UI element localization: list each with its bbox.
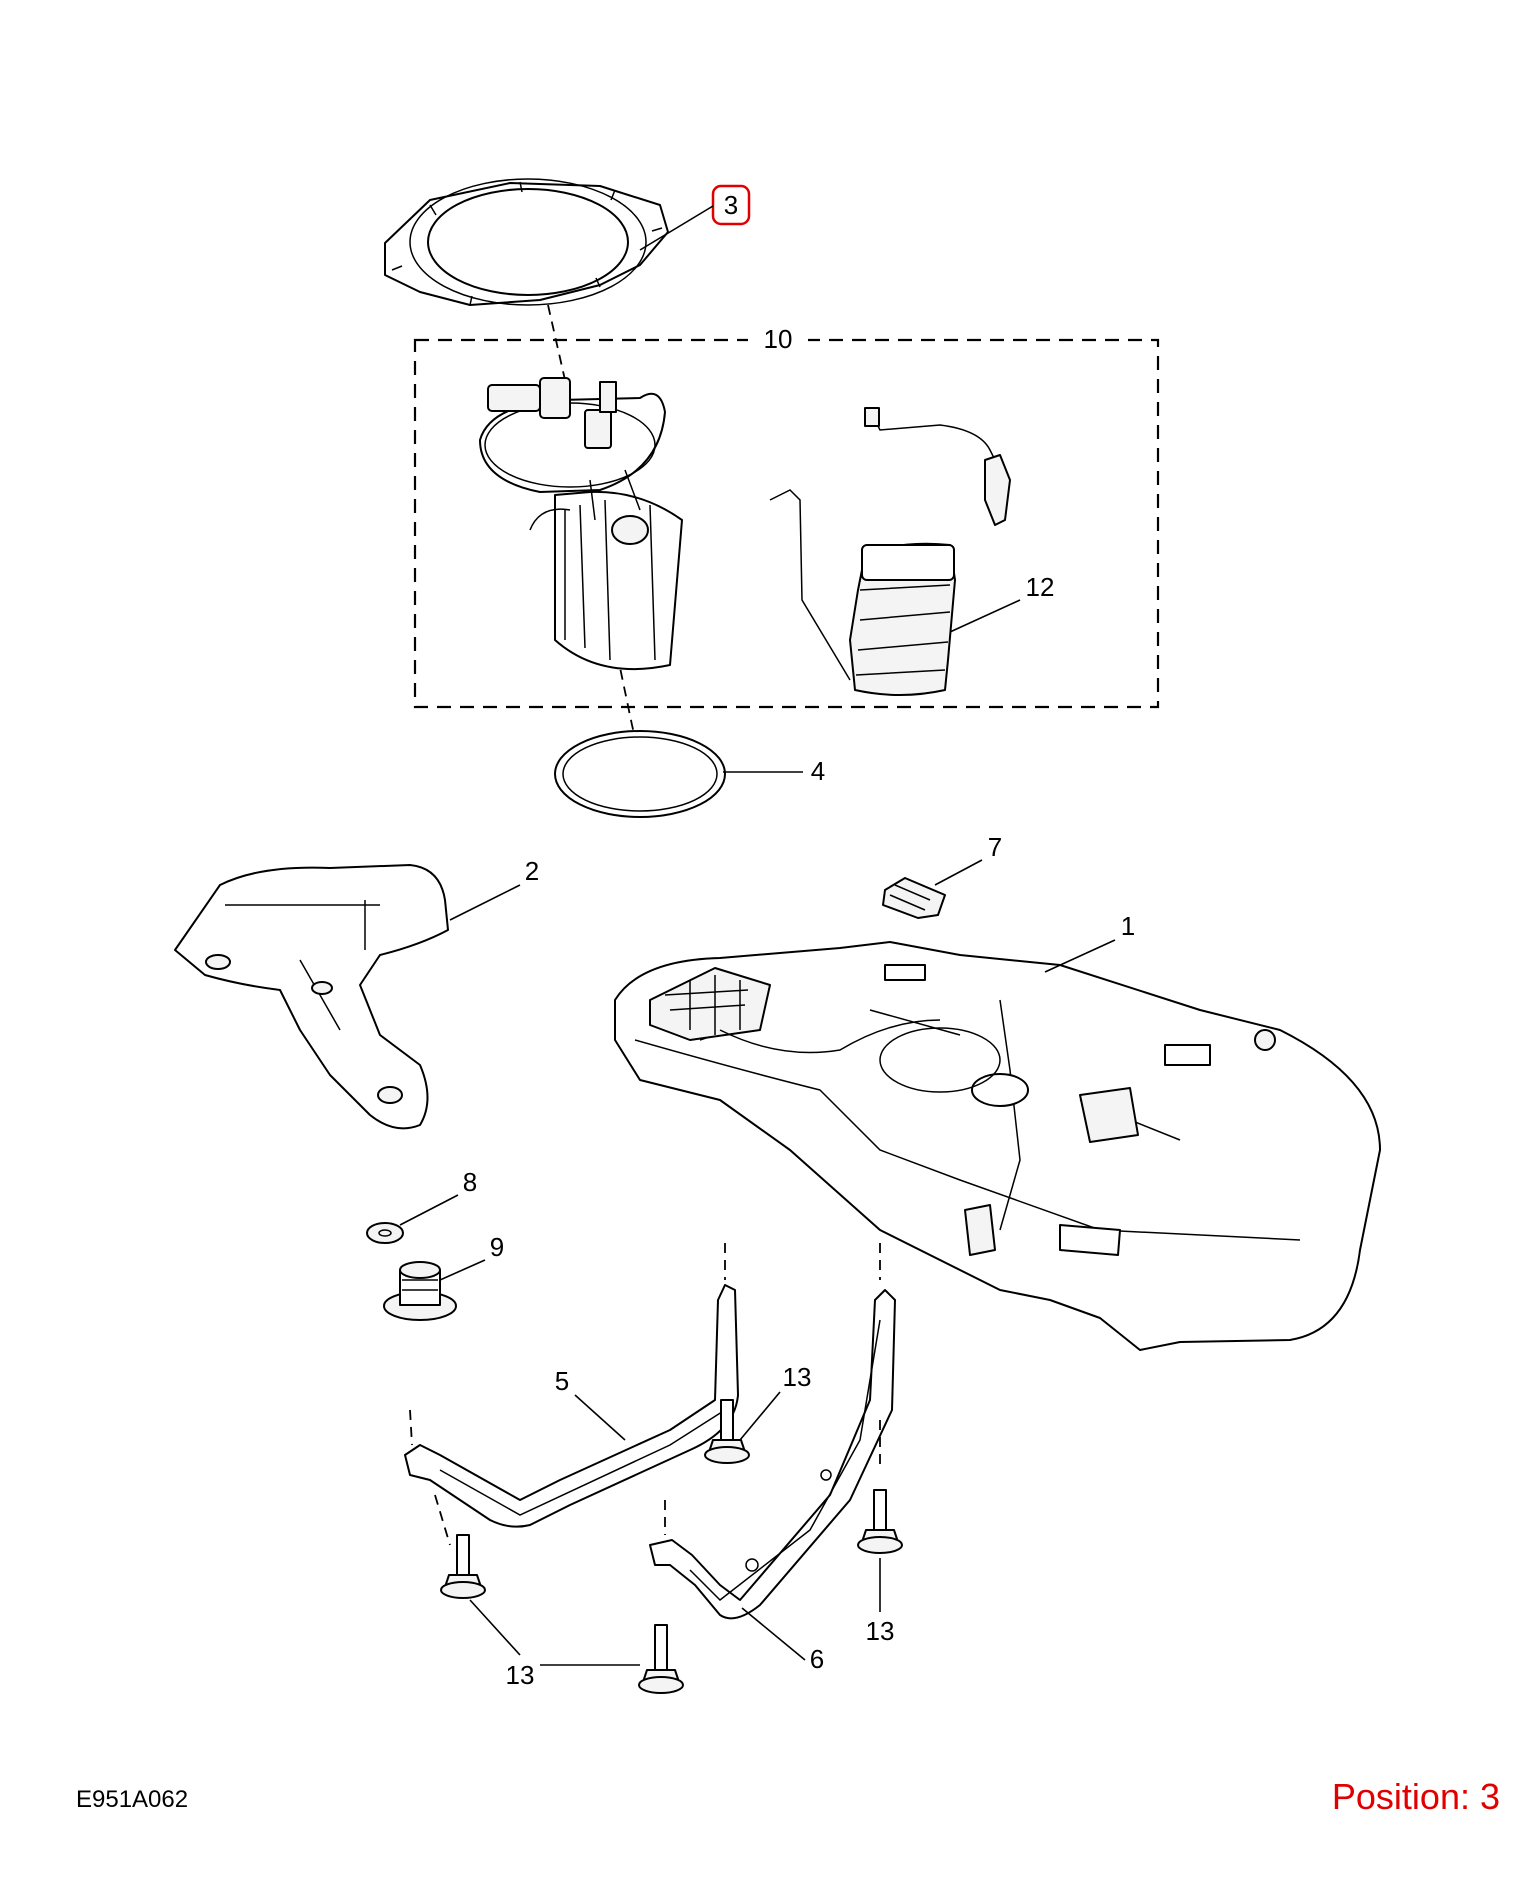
callout-1[interactable]: 1 [1044, 911, 1135, 973]
part-5-tank-strap[interactable] [404, 1284, 739, 1528]
callout-1-label: 1 [1121, 911, 1135, 941]
part-13-bolt-right[interactable] [857, 1489, 903, 1554]
part-13-bolt-lower[interactable] [638, 1624, 684, 1694]
callout-3-label: 3 [724, 190, 738, 220]
strap-mount-axes [409, 1243, 881, 1546]
part-8-washer[interactable] [366, 1222, 404, 1244]
part-12-float-assembly[interactable] [849, 542, 956, 696]
diagram-code: E951A062 [76, 1786, 189, 1813]
part-13-bolt-left[interactable] [440, 1534, 486, 1599]
callout-12[interactable]: 12 [949, 572, 1055, 633]
part-10-fuel-pump-module[interactable] [413, 338, 1160, 709]
callout-2-label: 2 [525, 856, 539, 886]
callout-12-label: 12 [1026, 572, 1055, 602]
callout-2[interactable]: 2 [449, 856, 539, 921]
part-2-heat-shield[interactable] [174, 864, 449, 1130]
callout-9-label: 9 [490, 1232, 504, 1262]
callout-4[interactable]: 4 [723, 756, 825, 786]
callout-7-label: 7 [988, 832, 1002, 862]
callout-7[interactable]: 7 [934, 832, 1002, 886]
part-1-fuel-tank[interactable] [614, 941, 1381, 1351]
callout-13-upper-label: 13 [783, 1362, 812, 1392]
callout-6[interactable]: 6 [741, 1607, 824, 1674]
callout-13-right-label: 13 [866, 1616, 895, 1646]
position-indicator: Position: 3 [1331, 1776, 1500, 1817]
callout-6-label: 6 [810, 1644, 824, 1674]
part-4-seal-ring[interactable] [554, 730, 726, 818]
callout-5-label: 5 [555, 1366, 569, 1396]
callout-4-label: 4 [811, 756, 825, 786]
callout-3[interactable]: 3 [639, 184, 751, 251]
callout-10-background [748, 322, 808, 356]
callout-9[interactable]: 9 [439, 1232, 504, 1281]
callout-3-highlight-box [711, 184, 751, 226]
callout-5[interactable]: 5 [555, 1366, 626, 1441]
part-13-bolt-upper[interactable] [704, 1399, 750, 1464]
part-6-tank-strap[interactable] [649, 1289, 896, 1620]
callout-13-lower[interactable]: 13 [469, 1599, 640, 1690]
callout-13-lower-label: 13 [506, 1660, 535, 1690]
callout-13-upper[interactable]: 13 [739, 1362, 812, 1441]
part-3-lock-ring[interactable] [384, 178, 669, 306]
callout-8[interactable]: 8 [399, 1167, 477, 1226]
callout-13-right[interactable]: 13 [866, 1558, 895, 1646]
callout-8-label: 8 [463, 1167, 477, 1197]
callout-10[interactable]: 10 [748, 322, 808, 356]
part-9-grommet[interactable] [383, 1261, 457, 1321]
callout-10-label: 10 [764, 324, 793, 354]
part-7-pad[interactable] [882, 877, 946, 919]
